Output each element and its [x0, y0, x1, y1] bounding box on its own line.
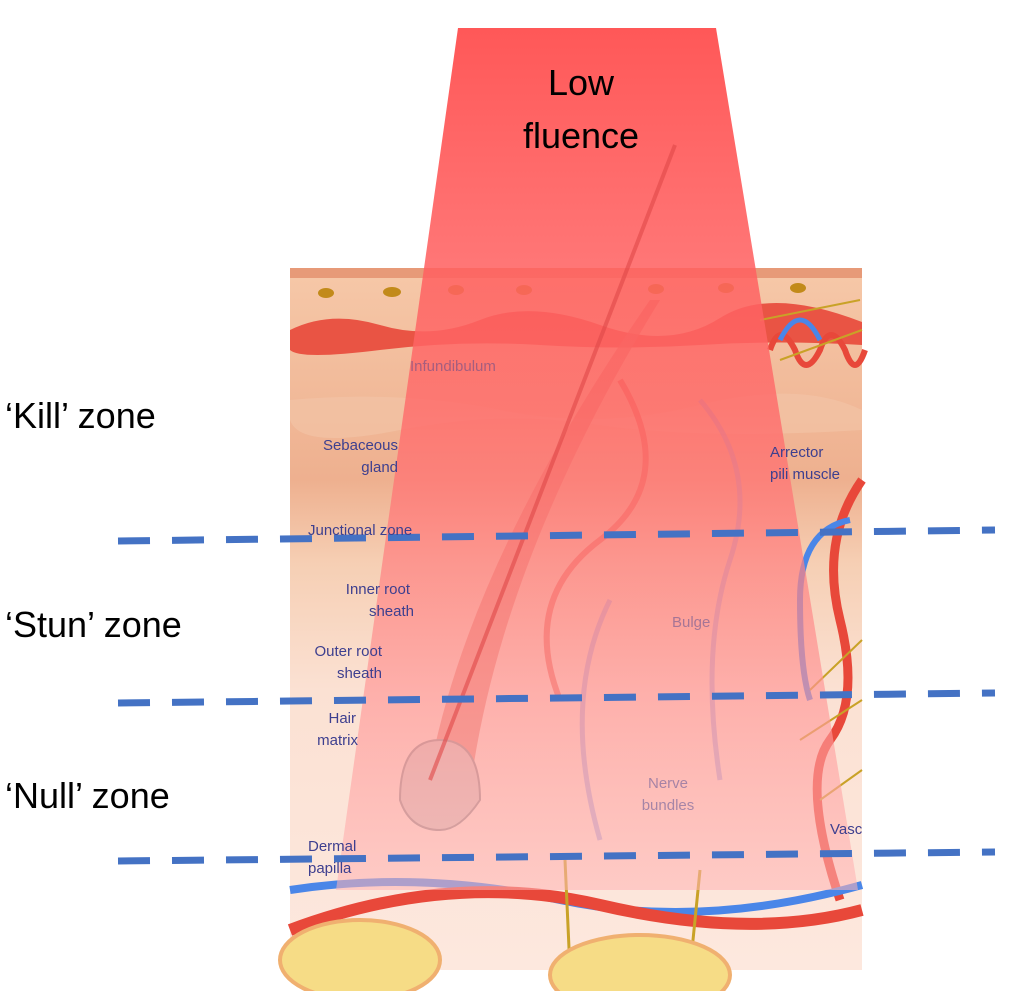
stun-zone-label: ‘Stun’ zone [5, 604, 182, 645]
null-zone-label: ‘Null’ zone [5, 775, 170, 816]
kill-zone-label: ‘Kill’ zone [5, 395, 156, 436]
label-hair-matrix-1: Hair [328, 710, 356, 727]
stun-null-boundary [117, 689, 996, 707]
label-dermal-papilla-2: papilla [308, 860, 352, 877]
label-sebaceous-2: gland [361, 459, 398, 476]
label-nerve-1: Nerve [648, 775, 688, 792]
label-sebaceous-1: Sebaceous [323, 437, 398, 454]
label-nerve-2: bundles [642, 797, 695, 814]
label-outer-root-1: Outer root [314, 643, 382, 660]
anatomy-labels: Infundibulum Sebaceous gland Arrector pi… [308, 358, 863, 877]
label-outer-root-2: sheath [337, 665, 382, 682]
beam-label-line2: fluence [523, 115, 639, 156]
kill-stun-boundary [117, 526, 996, 545]
null-zone-boundary [117, 848, 996, 865]
label-inner-root-1: Inner root [346, 581, 411, 598]
beam-label-line1: Low [548, 62, 615, 103]
label-infundibulum: Infundibulum [410, 358, 496, 375]
label-inner-root-2: sheath [369, 603, 414, 620]
label-arrector-1: Arrector [770, 444, 823, 461]
label-bulge: Bulge [672, 614, 710, 631]
label-arrector-2: pili muscle [770, 466, 840, 483]
label-hair-matrix-2: matrix [317, 732, 358, 749]
hair-shaft [428, 144, 677, 781]
zone-boundaries [117, 526, 996, 865]
label-dermal-papilla-1: Dermal [308, 838, 356, 855]
label-vasculature: Vasc [830, 821, 863, 838]
laser-beam [336, 28, 858, 890]
label-junctional-zone: Junctional zone [308, 522, 412, 539]
